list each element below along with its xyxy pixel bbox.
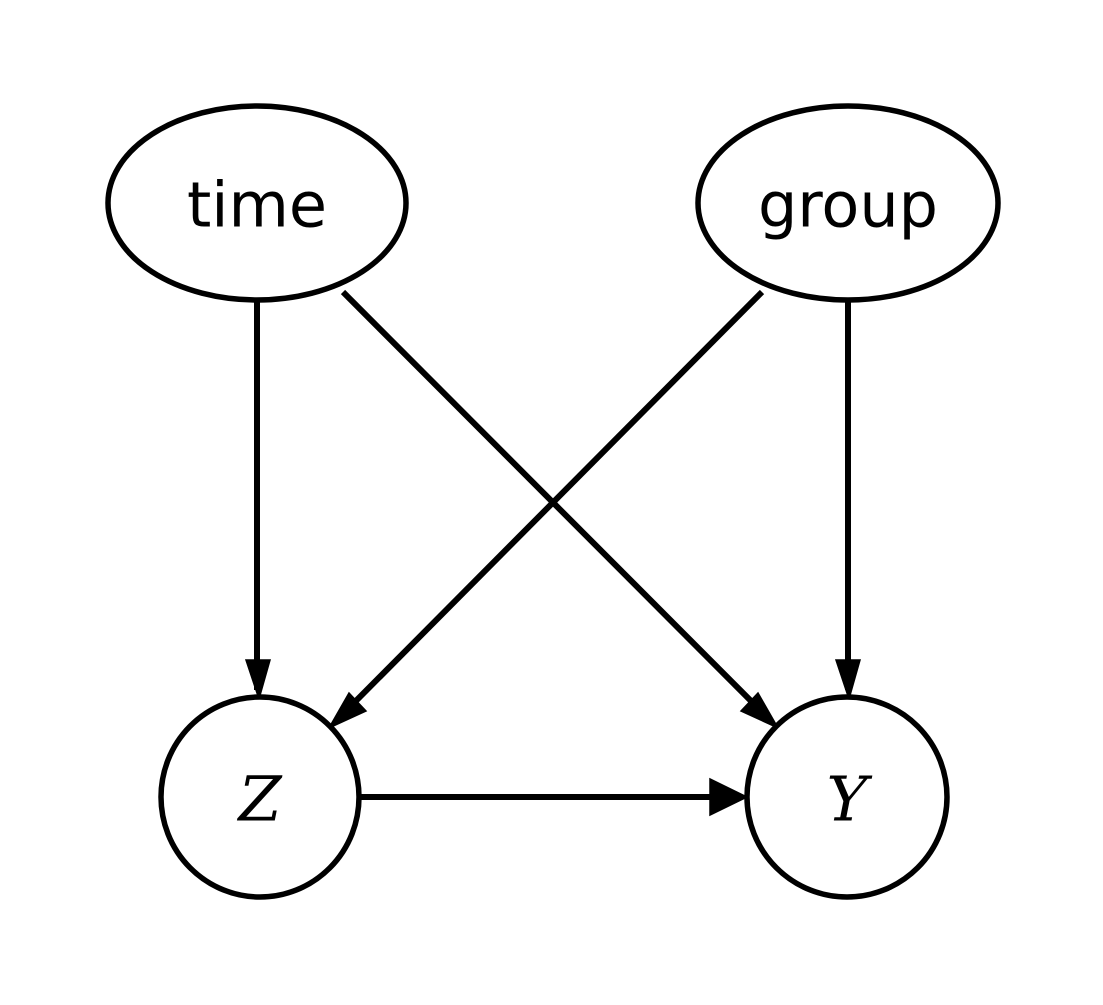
arrowhead-icon [739,691,780,730]
arrowhead-icon [244,659,271,702]
arrowhead-icon [709,777,749,817]
arrowhead-icon [834,659,861,702]
edge-time-to-Y[interactable] [340,289,780,730]
edge-line [340,289,774,724]
node-time[interactable]: time [105,103,409,303]
node-layer: time group Z Y [105,103,1001,900]
node-label: Y [827,763,873,836]
node-group[interactable]: group [695,103,1001,303]
node-label: Z [236,763,282,836]
edge-Z-to-Y[interactable] [359,777,749,817]
edge-group-to-Z[interactable] [327,289,765,730]
node-Z[interactable]: Z [158,694,362,900]
node-ellipse [105,103,409,303]
node-circle [744,694,950,900]
edge-line [333,289,765,724]
edge-time-to-Z[interactable] [244,300,271,702]
edge-layer [244,289,861,817]
arrowhead-icon [327,691,368,730]
node-label: group [758,169,938,242]
node-label: time [187,169,327,242]
node-Y[interactable]: Y [744,694,950,900]
node-circle [158,694,362,900]
node-ellipse [695,103,1001,303]
edge-group-to-Y[interactable] [834,301,861,702]
